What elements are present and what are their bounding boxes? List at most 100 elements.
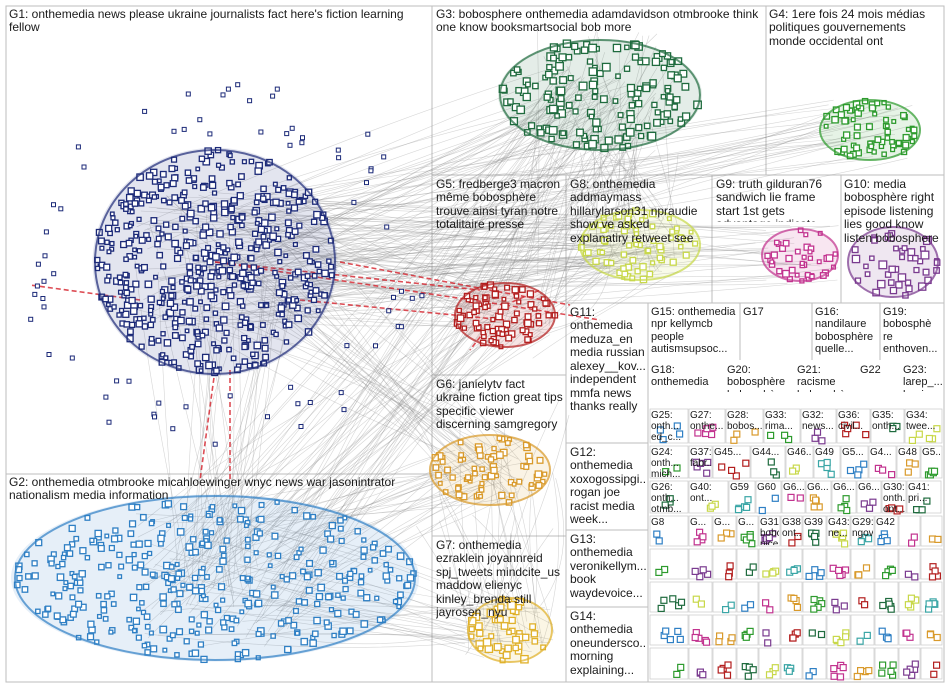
node-g1 [225, 247, 231, 253]
node-g1 [123, 321, 131, 328]
edge-line [228, 315, 542, 561]
node-small-group [928, 573, 937, 581]
node-g4 [853, 123, 861, 131]
node-g1 [259, 322, 266, 328]
small-group-cell [870, 408, 905, 444]
edge-line [291, 452, 446, 537]
node-g1 [326, 258, 332, 264]
node-g1 [328, 263, 335, 270]
node-g1 [287, 275, 294, 281]
edge-line [291, 234, 663, 272]
node-g1 [302, 252, 310, 259]
node-small-group [761, 599, 770, 607]
node-g3 [615, 73, 621, 80]
node-small-group [911, 573, 919, 581]
node-g1 [220, 289, 227, 296]
node-small-group [708, 502, 716, 510]
node-g1 [185, 317, 193, 325]
node-small-group [744, 672, 752, 680]
edge-line [187, 117, 627, 248]
node-small-group [726, 562, 734, 570]
small-group-label: G... [738, 517, 755, 528]
edge-line [142, 334, 551, 611]
small-group-cell [712, 614, 737, 646]
node-g1 [285, 190, 293, 198]
node-small-group [889, 425, 897, 433]
node-g2 [331, 632, 337, 639]
node-g1 [257, 267, 265, 274]
node-g1 [156, 299, 163, 306]
cluster-g10 [847, 226, 941, 299]
edge-line [605, 35, 643, 269]
node-g2 [176, 528, 185, 536]
node-small-group [877, 537, 885, 546]
small-group-cell [736, 515, 759, 548]
node-g1 [229, 159, 236, 165]
node-g8 [677, 234, 685, 243]
node-g2 [237, 506, 246, 515]
edge-line [191, 600, 510, 618]
node-small-group [745, 568, 754, 576]
edge-line [253, 322, 495, 599]
node-g1 [163, 339, 172, 347]
node-g2 [174, 561, 180, 567]
node-isolate [46, 352, 52, 357]
node-g4 [850, 117, 856, 123]
node-g8 [629, 256, 637, 264]
node-g2 [337, 525, 344, 532]
node-small-group [771, 494, 779, 502]
cluster-ring [847, 226, 939, 298]
cluster-g3 [498, 38, 702, 153]
node-g6 [479, 480, 485, 487]
node-g3 [524, 81, 531, 88]
node-small-group [854, 471, 862, 479]
small-group-label: G4... [870, 447, 892, 458]
edge-line [236, 332, 474, 627]
node-g6 [479, 466, 485, 472]
node-g1 [117, 289, 124, 295]
node-g3 [548, 135, 555, 143]
node-g4 [884, 123, 890, 129]
small-group-frame [712, 647, 737, 680]
node-g1 [255, 238, 263, 246]
small-group-cell [688, 614, 713, 646]
edge-line [580, 152, 620, 260]
node-small-group [817, 630, 826, 639]
node-g2 [328, 607, 335, 613]
node-small-group [662, 627, 670, 635]
node-isolate [225, 86, 231, 92]
node-g1 [122, 310, 130, 318]
small-group-frame [649, 581, 689, 613]
small-group-frame [896, 445, 921, 479]
node-g6 [496, 435, 503, 442]
node-g2 [305, 586, 313, 594]
node-g2 [25, 573, 32, 580]
node-g3 [578, 81, 588, 91]
small-group-label: G8 [651, 517, 665, 528]
node-g2 [208, 530, 215, 536]
edge-line [227, 102, 878, 325]
node-isolate [58, 206, 64, 212]
node-g8 [650, 260, 656, 266]
node-g1 [312, 287, 320, 294]
node-g2 [284, 645, 292, 654]
edge-line [272, 95, 613, 282]
node-g1 [114, 227, 120, 233]
node-g1 [169, 180, 177, 188]
node-g5 [482, 294, 488, 301]
edge-line [242, 619, 466, 645]
edge-line [242, 261, 278, 563]
node-small-group [656, 426, 665, 434]
node-g8 [688, 229, 694, 235]
node-g5 [513, 293, 520, 299]
node-g4 [831, 115, 839, 124]
node-g1 [306, 258, 313, 265]
node-g2 [303, 573, 311, 581]
edge-line [285, 200, 778, 236]
edge-line [183, 77, 585, 547]
node-g1 [131, 200, 139, 207]
node-small-group [811, 496, 820, 504]
node-g1 [186, 209, 195, 218]
node-g1 [208, 181, 217, 190]
node-g1 [160, 352, 166, 358]
